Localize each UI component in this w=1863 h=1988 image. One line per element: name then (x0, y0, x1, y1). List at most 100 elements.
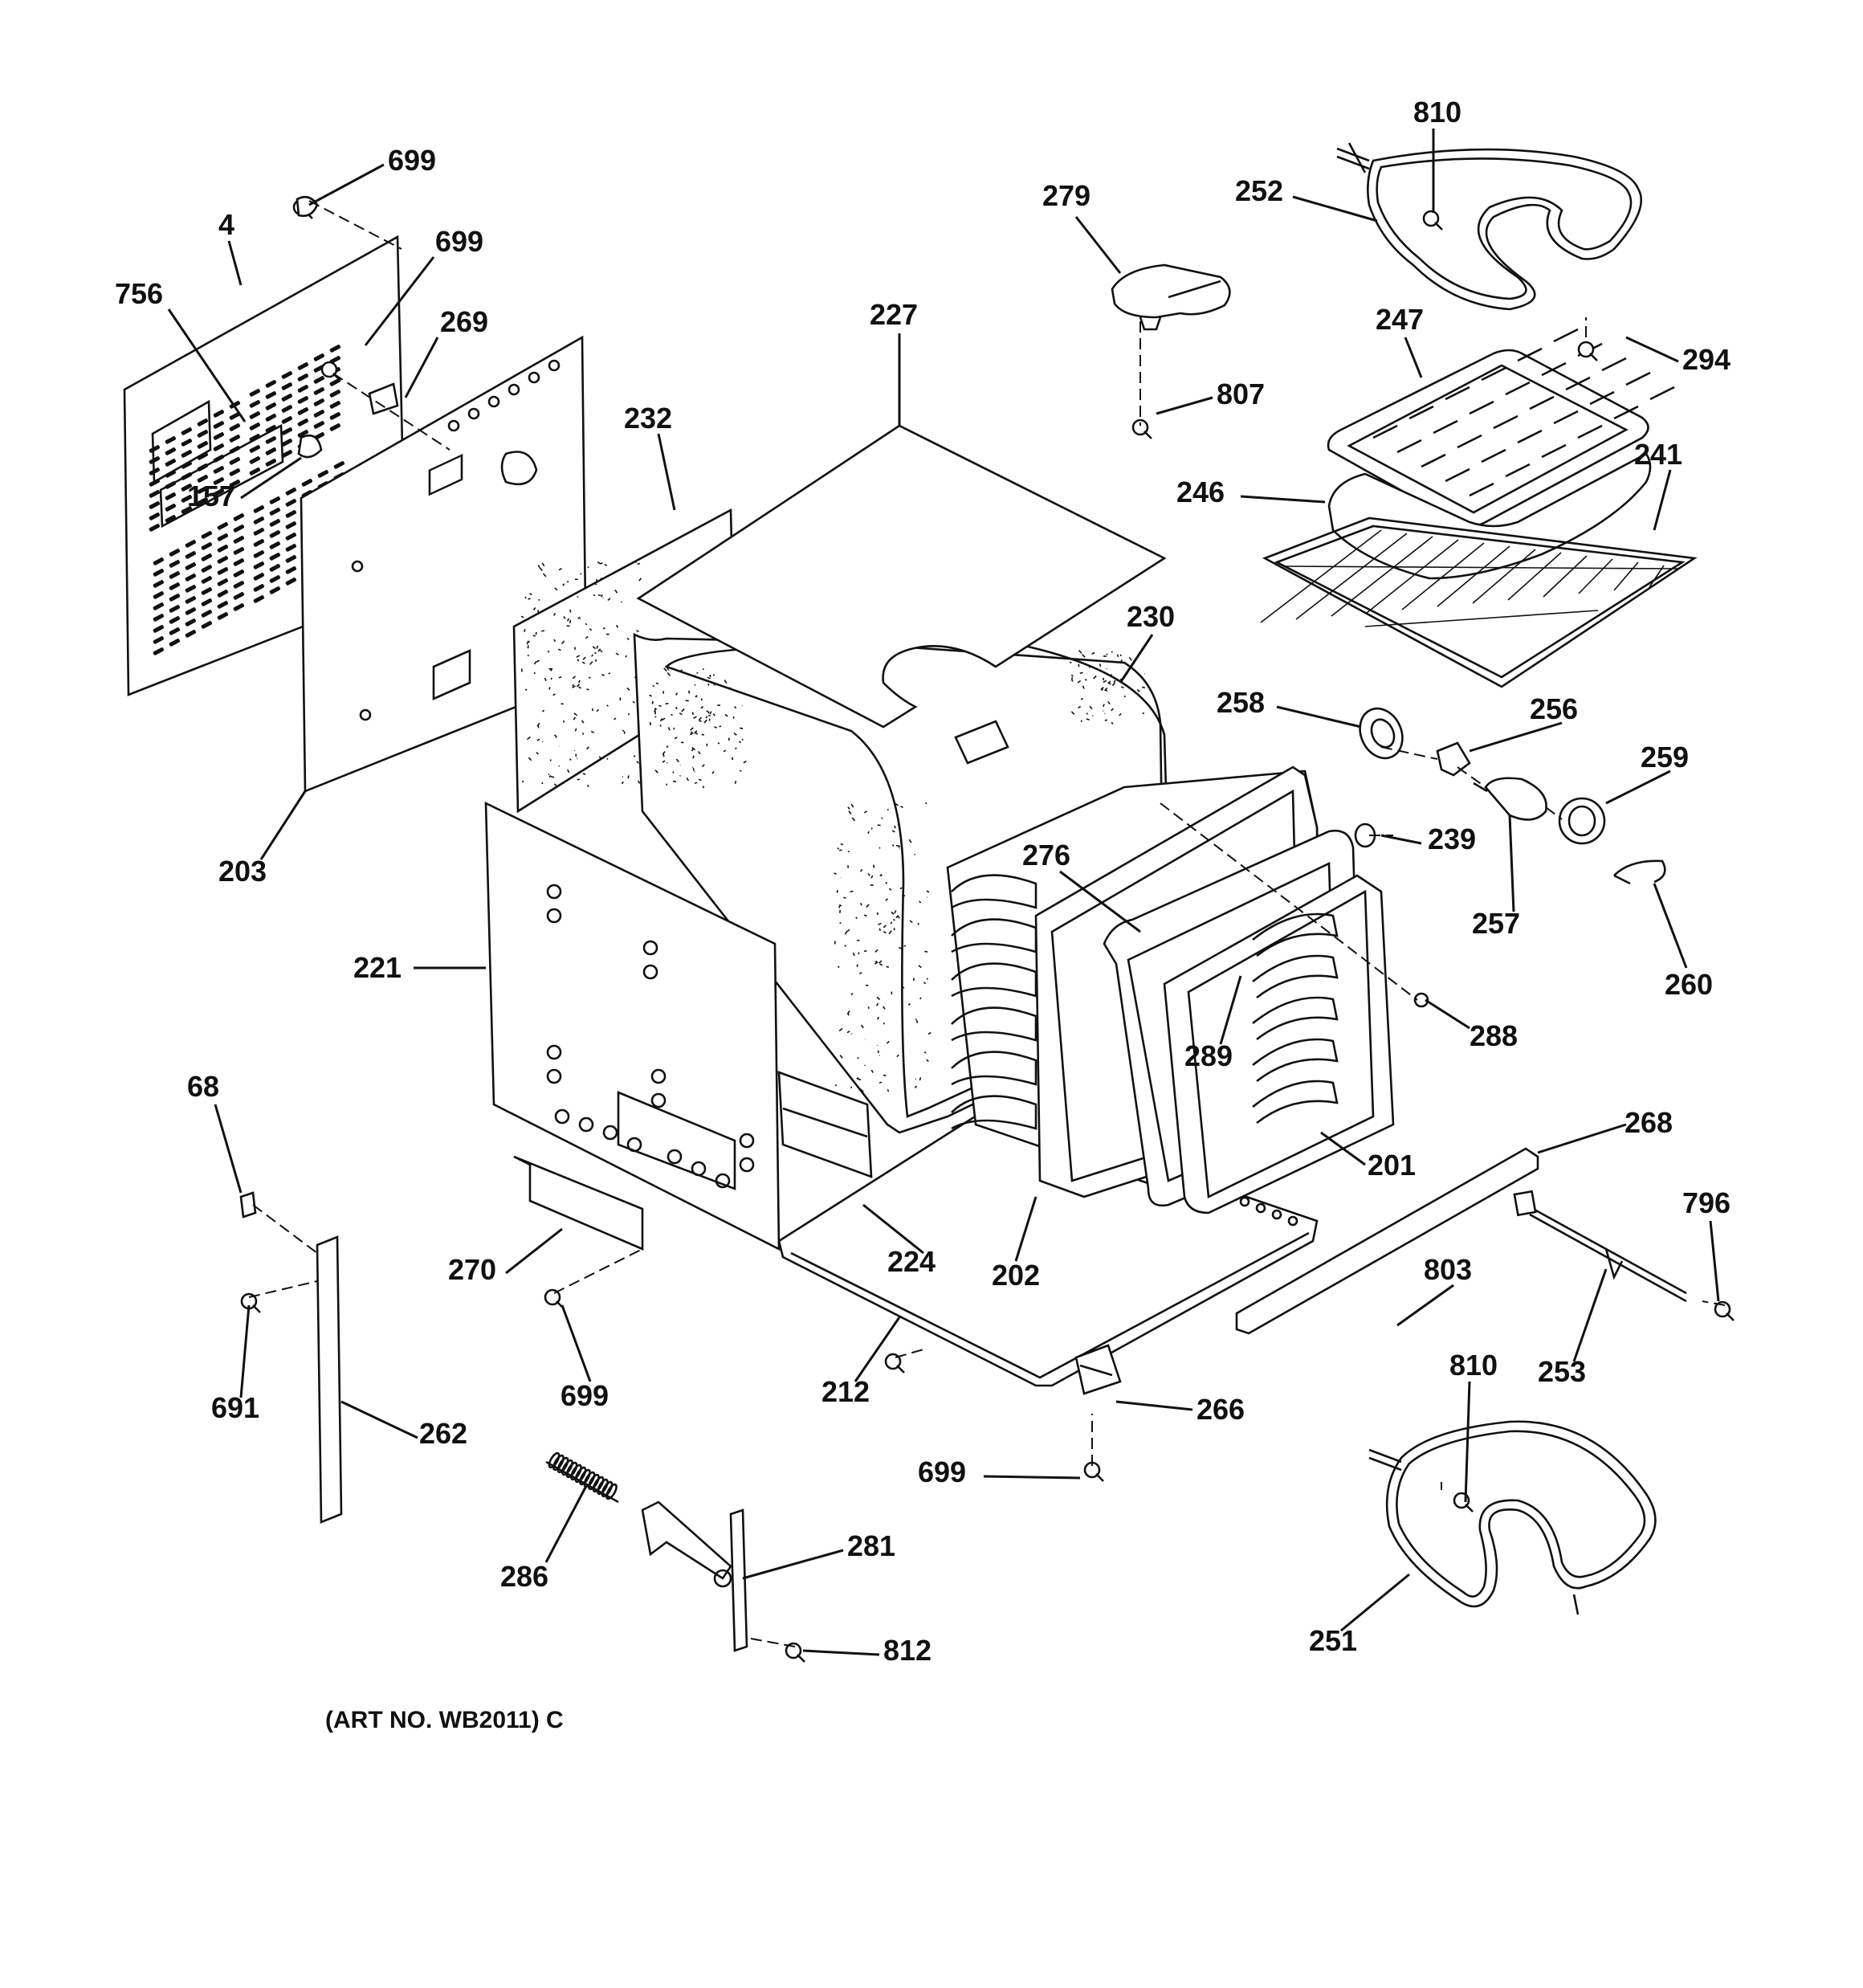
insulation-fleck (895, 914, 899, 919)
vent-slot (229, 435, 241, 443)
vent-slot (197, 418, 209, 427)
callout-239: 239 (1428, 823, 1476, 855)
rack-bar (1472, 549, 1536, 604)
leader-line (1240, 495, 1326, 504)
callout-810: 810 (1413, 96, 1461, 129)
screw-shaft (1143, 431, 1152, 439)
grid-slot (1565, 376, 1591, 391)
insulation-fleck (587, 565, 589, 569)
leader-line (1653, 883, 1688, 969)
vent-slot (153, 625, 165, 633)
insulation-fleck (888, 888, 892, 891)
insulation-fleck (926, 890, 930, 893)
callout-246: 246 (1176, 476, 1225, 508)
insulation-fleck (666, 666, 670, 671)
insulation-fleck (567, 769, 570, 774)
insulation-fleck (578, 686, 582, 689)
hole (359, 708, 372, 721)
insulation-fleck (927, 1031, 932, 1035)
insulation-fleck (557, 648, 561, 651)
insulation-fleck (573, 716, 577, 720)
vent-slot (165, 492, 177, 500)
insulation-fleck (541, 741, 544, 743)
insulation-fleck (1116, 654, 1119, 657)
vent-slot (285, 521, 297, 529)
vent-slot (329, 423, 341, 431)
insulation-fleck (561, 640, 565, 644)
vent-slot (201, 553, 213, 561)
insulation-fleck (596, 645, 599, 649)
insulation-fleck (666, 745, 669, 749)
insulation-fleck (857, 1078, 862, 1081)
assembly-line (1457, 766, 1486, 788)
leader-line (854, 1316, 901, 1382)
insulation-fleck (701, 733, 705, 736)
assembly-line (553, 1248, 643, 1294)
leader-line (1014, 1196, 1037, 1262)
vent-slot (201, 542, 213, 550)
assembly-line (252, 1204, 318, 1254)
vent-slot (217, 578, 229, 586)
vent-slot (281, 416, 293, 424)
insulation-fleck (1111, 651, 1113, 653)
callout-279: 279 (1042, 179, 1090, 212)
insulation-fleck (1071, 680, 1074, 682)
screw-head (1714, 1300, 1731, 1318)
leader-line (239, 1304, 251, 1398)
insulation-fleck (587, 784, 589, 788)
insulation-fleck (577, 680, 581, 684)
vent-slot (181, 495, 193, 503)
callout-230: 230 (1127, 600, 1175, 633)
rail-268 (1235, 1147, 1539, 1335)
rack-rib (1252, 1080, 1339, 1125)
callout-201: 201 (1368, 1149, 1416, 1182)
vent-slot (253, 539, 265, 547)
insulation-fleck (662, 760, 666, 763)
callout-266: 266 (1196, 1393, 1245, 1426)
insulation-fleck (877, 1016, 879, 1020)
bake-element-251 (1368, 1420, 1657, 1615)
screw-shaft (1589, 353, 1598, 361)
insulation-fleck (637, 780, 641, 784)
callout-294: 294 (1682, 343, 1731, 376)
vent-slot (329, 412, 341, 420)
vent-slot (181, 506, 193, 514)
insulation-fleck (874, 949, 879, 953)
grid-slot (1372, 424, 1398, 439)
side-panel (484, 801, 781, 1251)
insulation-fleck (633, 755, 636, 757)
vent-slot (169, 616, 181, 624)
leader-line (1605, 769, 1671, 805)
insulation-fleck (850, 993, 854, 996)
vent-slot (185, 562, 197, 570)
insulation-fleck (569, 619, 572, 623)
insulation-fleck (552, 693, 556, 696)
vent-slot (285, 566, 297, 574)
grid-slot (1553, 328, 1579, 343)
vent-slot (197, 430, 209, 438)
insulation-fleck (548, 774, 550, 776)
vent-slot (265, 380, 277, 388)
vent-slot (281, 427, 293, 435)
spring-coil (570, 1463, 582, 1481)
insulation-fleck (917, 922, 919, 925)
vent-slot (285, 555, 297, 563)
screw-shaft (797, 1654, 805, 1663)
hole (1239, 1196, 1250, 1207)
vent-slot (165, 504, 177, 512)
insulation-fleck (698, 716, 702, 720)
insulation-fleck (855, 916, 858, 920)
insulation-fleck (743, 760, 747, 764)
grid-slot (1421, 453, 1446, 468)
insulation-fleck (536, 738, 540, 741)
vent-slot (269, 496, 281, 504)
vent-slot (249, 467, 261, 476)
callout-257: 257 (1472, 907, 1520, 940)
insulation-fleck (876, 996, 881, 1001)
insulation-fleck (651, 700, 654, 704)
assembly-lines (248, 200, 1726, 1647)
leader-line (240, 456, 302, 500)
insulation-fleck (852, 952, 855, 957)
insulation-fleck (590, 730, 594, 734)
